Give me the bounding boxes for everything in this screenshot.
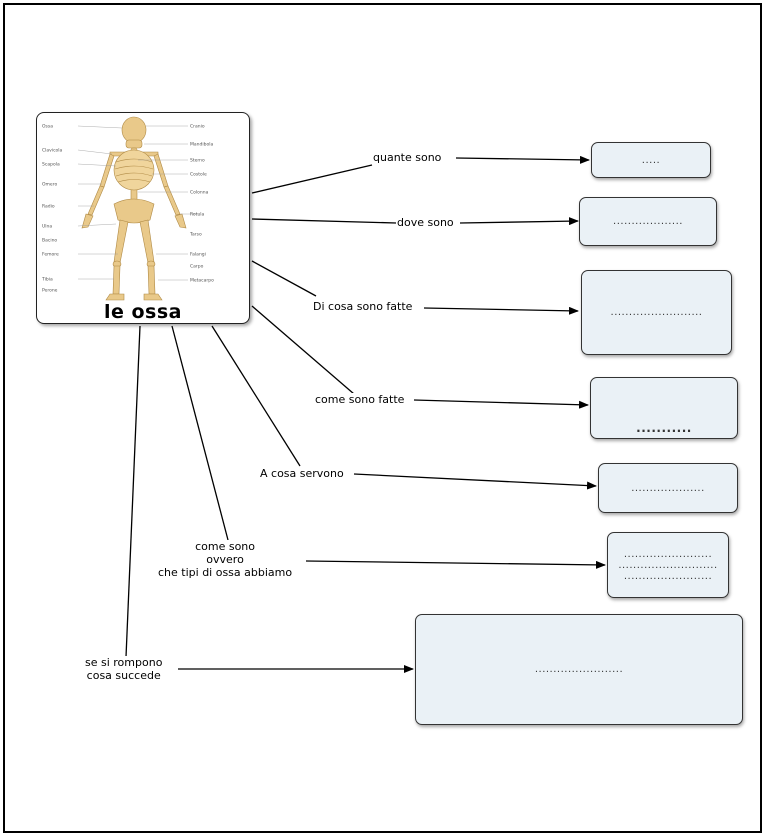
- branch-label-line: ovvero: [206, 553, 244, 566]
- bone-label: Ulna: [42, 224, 52, 230]
- answer-placeholder: ...........................: [618, 559, 718, 571]
- answer-placeholder: .....: [641, 154, 661, 166]
- bone-label: Metacarpo: [190, 278, 214, 284]
- answer-box-di-cosa-sono-fatte[interactable]: .........................: [581, 270, 732, 355]
- branch-label-dove-sono: dove sono: [396, 216, 455, 229]
- answer-box-dove-sono[interactable]: ...................: [579, 197, 717, 246]
- answer-placeholder: ........................: [623, 548, 713, 560]
- bone-label: Perone: [42, 288, 58, 294]
- bone-label: Falangi: [190, 252, 206, 258]
- answer-box-quante-sono[interactable]: .....: [591, 142, 711, 178]
- branch-label-line: che tipi di ossa abbiamo: [158, 566, 293, 579]
- answer-box-come-sono-fatte[interactable]: ...........: [590, 377, 738, 439]
- bone-label: Carpo: [190, 264, 204, 270]
- bone-label: Rotula: [190, 212, 205, 218]
- answer-box-tipi-di-ossa[interactable]: ........................ ...............…: [607, 532, 729, 598]
- bone-label: Cranio: [190, 124, 205, 130]
- answer-box-a-cosa-servono[interactable]: ....................: [598, 463, 738, 513]
- bone-label: Mandibola: [190, 142, 213, 148]
- branch-label-line: se si rompono: [85, 656, 163, 669]
- bone-label: Bacino: [42, 238, 57, 244]
- central-title: le ossa: [103, 301, 182, 323]
- branch-label-di-cosa-sono-fatte: Di cosa sono fatte: [312, 300, 414, 313]
- bone-label: Costole: [190, 172, 207, 178]
- bone-labels-left: OssaClavicolaScapolaOmeroRadioUlnaBacino…: [41, 124, 63, 294]
- answer-placeholder: .........................: [610, 307, 703, 318]
- answer-placeholder: ...........: [636, 421, 692, 435]
- branch-label-line: cosa succede: [86, 669, 161, 682]
- bone-label: Colonna: [190, 190, 209, 196]
- branch-label-tipi-di-ossa: come sono ovvero che tipi di ossa abbiam…: [157, 540, 294, 579]
- bone-label: Femore: [42, 252, 59, 258]
- answer-placeholder: ........................: [623, 570, 713, 582]
- bone-labels-right: CranioMandibolaSternoCostoleColonnaRotul…: [189, 124, 214, 284]
- bone-label: Omero: [42, 182, 57, 188]
- skeleton-illustration: OssaClavicolaScapolaOmeroRadioUlnaBacino…: [41, 116, 214, 301]
- bone-label: Clavicola: [42, 148, 63, 154]
- branch-label-a-cosa-servono: A cosa servono: [259, 467, 345, 480]
- connector-lines: [125, 155, 606, 673]
- bone-label: Tarso: [189, 232, 202, 238]
- bone-label: Scapola: [42, 162, 60, 168]
- bone-label: Ossa: [42, 124, 53, 130]
- answer-placeholder: ........................: [534, 664, 624, 675]
- answer-placeholder: ....................: [631, 482, 705, 494]
- branch-label-line: come sono: [195, 540, 256, 553]
- bone-label: Radio: [42, 204, 55, 210]
- branch-label-se-si-rompono: se si rompono cosa succede: [84, 656, 164, 682]
- branch-label-quante-sono: quante sono: [372, 151, 443, 164]
- answer-placeholder: ...................: [613, 216, 683, 227]
- bone-label: Sterno: [190, 158, 205, 164]
- bone-label: Tibia: [41, 277, 53, 283]
- answer-box-se-si-rompono[interactable]: ........................: [415, 614, 743, 725]
- branch-label-come-sono-fatte: come sono fatte: [314, 393, 406, 406]
